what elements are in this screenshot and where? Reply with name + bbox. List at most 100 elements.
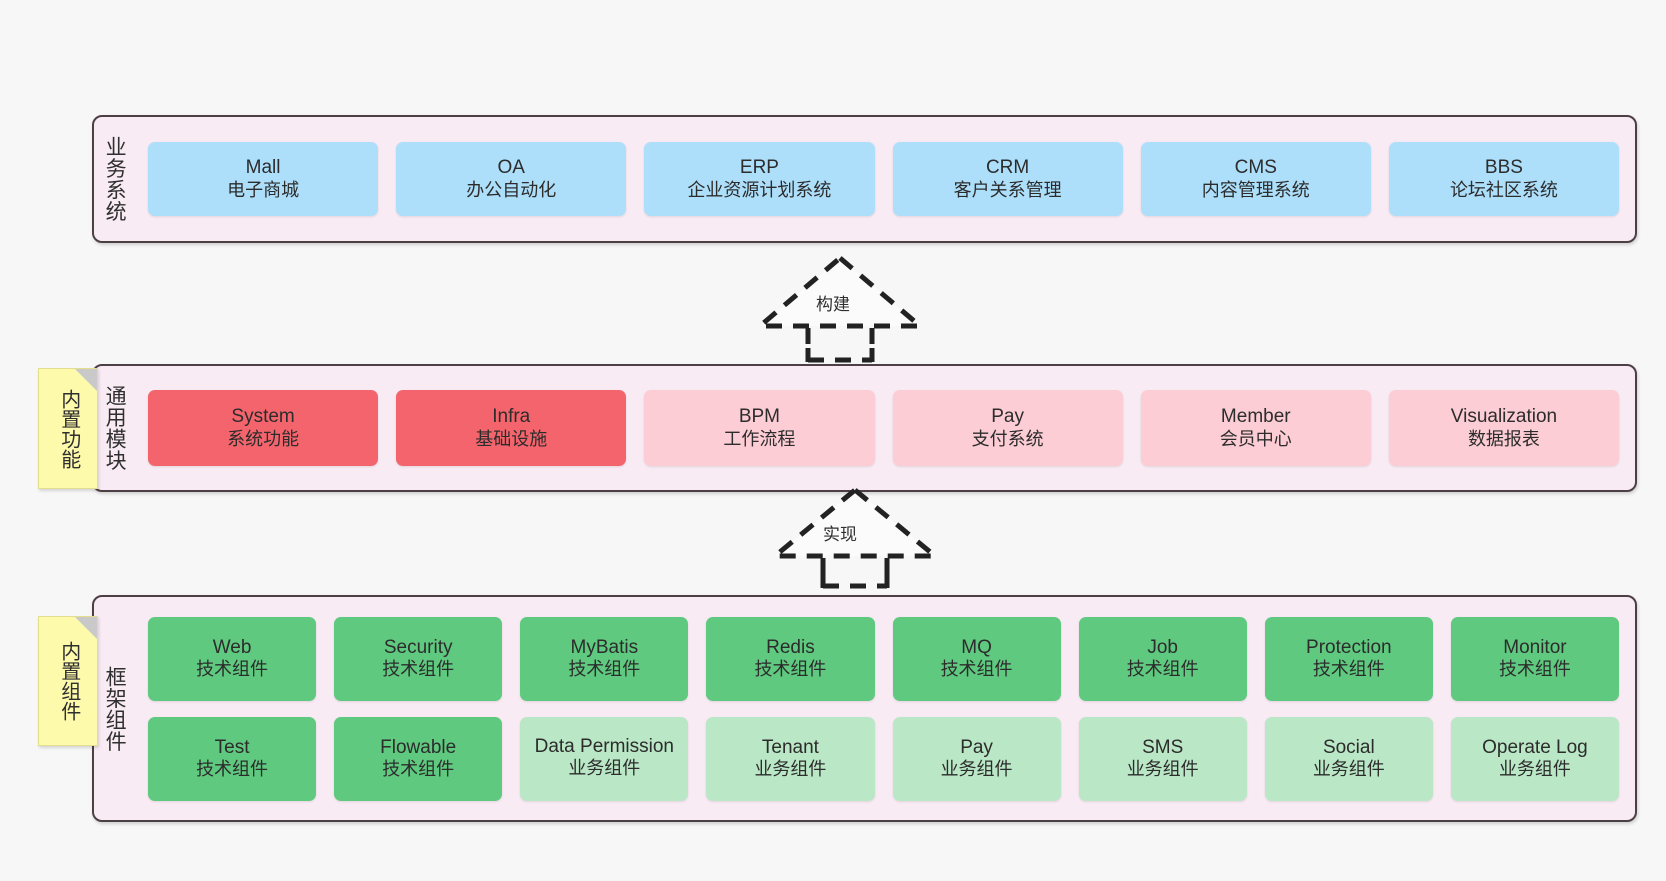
layer-framework-row-tech: Web 技术组件 Security 技术组件 MyBatis 技术组件 Redi… <box>148 616 1619 701</box>
node-operate-log[interactable]: Operate Log 业务组件 <box>1450 716 1619 801</box>
node-flowable-cn: 技术组件 <box>382 759 455 780</box>
node-pay-component-cn: 业务组件 <box>940 759 1013 780</box>
connector-implement-arrow <box>768 486 942 574</box>
node-visualization-cn: 数据报表 <box>1467 428 1540 449</box>
node-social-en: Social <box>1322 736 1375 758</box>
sticky-note-builtin-function[interactable]: 内置功能 <box>38 368 98 489</box>
node-pay-module-cn: 支付系统 <box>971 428 1044 449</box>
node-protection-en: Protection <box>1306 636 1392 658</box>
node-tenant-en: Tenant <box>761 736 819 758</box>
node-erp[interactable]: ERP 企业资源计划系统 <box>644 142 875 216</box>
node-infra-en: Infra <box>492 406 531 428</box>
node-oa-cn: 办公自动化 <box>466 179 557 200</box>
node-monitor-en: Monitor <box>1503 636 1567 658</box>
node-mq[interactable]: MQ 技术组件 <box>892 616 1061 701</box>
node-mall-en: Mall <box>245 157 281 179</box>
node-monitor[interactable]: Monitor 技术组件 <box>1450 616 1619 701</box>
node-operate-log-cn: 业务组件 <box>1498 759 1571 780</box>
connector-implement-label: 实现 <box>823 525 857 544</box>
node-social[interactable]: Social 业务组件 <box>1264 716 1433 801</box>
node-mall[interactable]: Mall 电子商城 <box>148 142 379 216</box>
node-oa-en: OA <box>497 157 525 179</box>
layer-common-modules[interactable]: 通用模块 System 系统功能 Infra 基础设施 BPM 工作流程 Pay… <box>92 364 1637 492</box>
node-member-cn: 会员中心 <box>1219 428 1292 449</box>
node-bbs-en: BBS <box>1484 157 1523 179</box>
layer-business-system-body: Mall 电子商城 OA 办公自动化 ERP 企业资源计划系统 CRM 客户关系… <box>134 117 1635 241</box>
node-pay-module-en: Pay <box>991 406 1024 428</box>
node-member-en: Member <box>1220 406 1291 428</box>
node-flowable[interactable]: Flowable 技术组件 <box>334 716 503 801</box>
node-visualization-en: Visualization <box>1450 406 1558 428</box>
build-arrowhead <box>753 254 927 329</box>
node-data-permission[interactable]: Data Permission 业务组件 <box>520 716 689 801</box>
node-mq-cn: 技术组件 <box>940 659 1013 680</box>
node-cms[interactable]: CMS 内容管理系统 <box>1140 142 1371 216</box>
node-data-permission-cn: 业务组件 <box>568 757 641 778</box>
node-system[interactable]: System 系统功能 <box>148 390 379 466</box>
layer-common-modules-row: System 系统功能 Infra 基础设施 BPM 工作流程 Pay 支付系统… <box>148 390 1620 466</box>
node-mq-en: MQ <box>961 636 992 658</box>
node-web-en: Web <box>212 636 252 658</box>
node-mall-cn: 电子商城 <box>227 179 300 200</box>
node-security[interactable]: Security 技术组件 <box>334 616 503 701</box>
layer-framework-components-title: 框架组件 <box>103 665 127 752</box>
node-visualization[interactable]: Visualization 数据报表 <box>1388 390 1620 466</box>
node-system-cn: 系统功能 <box>227 428 300 449</box>
node-crm-en: CRM <box>985 157 1030 179</box>
node-system-en: System <box>231 406 295 428</box>
node-redis-en: Redis <box>766 636 815 658</box>
node-member[interactable]: Member 会员中心 <box>1140 390 1371 466</box>
connector-implement-stem-bottom <box>820 572 890 589</box>
node-erp-cn: 企业资源计划系统 <box>687 179 832 200</box>
node-pay-module[interactable]: Pay 支付系统 <box>892 390 1123 466</box>
node-monitor-cn: 技术组件 <box>1498 659 1571 680</box>
node-infra[interactable]: Infra 基础设施 <box>396 390 627 466</box>
node-test-cn: 技术组件 <box>196 759 269 780</box>
node-security-en: Security <box>383 636 453 658</box>
layer-business-system-row: Mall 电子商城 OA 办公自动化 ERP 企业资源计划系统 CRM 客户关系… <box>148 142 1620 216</box>
node-tenant[interactable]: Tenant 业务组件 <box>706 716 875 801</box>
node-social-cn: 业务组件 <box>1312 759 1385 780</box>
node-job-en: Job <box>1147 636 1178 658</box>
sticky-note-builtin-component[interactable]: 内置组件 <box>38 616 98 746</box>
node-redis[interactable]: Redis 技术组件 <box>706 616 875 701</box>
layer-common-modules-title: 通用模块 <box>103 385 127 471</box>
node-cms-en: CMS <box>1234 157 1277 179</box>
connector-build-stem-bottom <box>805 348 875 363</box>
node-security-cn: 技术组件 <box>382 659 455 680</box>
layer-common-modules-body: System 系统功能 Infra 基础设施 BPM 工作流程 Pay 支付系统… <box>134 366 1635 490</box>
node-bbs-cn: 论坛社区系统 <box>1449 179 1558 200</box>
node-web-cn: 技术组件 <box>196 659 269 680</box>
node-mybatis[interactable]: MyBatis 技术组件 <box>520 616 689 701</box>
layer-business-system[interactable]: 业务系统 Mall 电子商城 OA 办公自动化 ERP 企业资源计划系统 CRM… <box>92 115 1637 243</box>
node-cms-cn: 内容管理系统 <box>1201 179 1310 200</box>
node-mybatis-en: MyBatis <box>570 636 639 658</box>
node-erp-en: ERP <box>739 157 779 179</box>
connector-build-arrow <box>753 254 927 350</box>
node-job[interactable]: Job 技术组件 <box>1078 616 1247 701</box>
node-oa[interactable]: OA 办公自动化 <box>396 142 627 216</box>
node-tenant-cn: 业务组件 <box>754 759 827 780</box>
node-job-cn: 技术组件 <box>1126 659 1199 680</box>
node-flowable-en: Flowable <box>380 736 457 758</box>
node-redis-cn: 技术组件 <box>754 659 827 680</box>
node-web[interactable]: Web 技术组件 <box>148 616 317 701</box>
layer-framework-row-business: Test 技术组件 Flowable 技术组件 Data Permission … <box>148 716 1619 801</box>
implement-arrowhead <box>768 486 942 559</box>
node-crm[interactable]: CRM 客户关系管理 <box>892 142 1123 216</box>
node-protection[interactable]: Protection 技术组件 <box>1264 616 1433 701</box>
node-bpm[interactable]: BPM 工作流程 <box>644 390 875 466</box>
node-sms-en: SMS <box>1142 736 1184 758</box>
node-test-en: Test <box>214 736 250 758</box>
node-pay-component[interactable]: Pay 业务组件 <box>892 716 1061 801</box>
node-bbs[interactable]: BBS 论坛社区系统 <box>1388 142 1620 216</box>
connector-build-label: 构建 <box>816 295 850 314</box>
node-protection-cn: 技术组件 <box>1312 659 1385 680</box>
node-bpm-en: BPM <box>738 406 781 428</box>
node-test[interactable]: Test 技术组件 <box>148 716 317 801</box>
node-bpm-cn: 工作流程 <box>723 428 796 449</box>
node-sms[interactable]: SMS 业务组件 <box>1078 716 1247 801</box>
node-infra-cn: 基础设施 <box>475 428 548 449</box>
layer-framework-components[interactable]: 框架组件 Web 技术组件 Security 技术组件 MyBatis 技术组件… <box>92 595 1637 822</box>
